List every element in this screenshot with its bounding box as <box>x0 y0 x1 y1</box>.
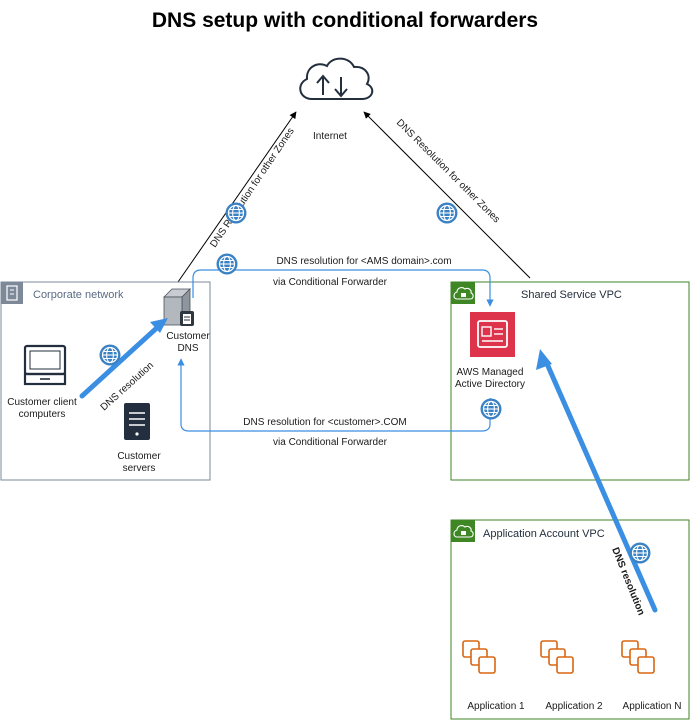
managed-active-directory-icon <box>470 312 515 357</box>
edge-label-via-forwarder: via Conditional Forwarder <box>273 437 388 448</box>
globe-icon <box>435 201 459 225</box>
server-tower-icon <box>124 403 150 440</box>
application-account-vpc-title: Application Account VPC <box>483 528 605 540</box>
client-computers-label: computers <box>19 409 66 420</box>
customer-dns-label: Customer <box>166 331 210 342</box>
application-label: Application 2 <box>545 701 603 712</box>
managed-ad-label: AWS Managed <box>457 367 524 378</box>
edge-label-via-forwarder: via Conditional Forwarder <box>273 277 388 288</box>
application-account-vpc-box <box>450 519 690 720</box>
corporate-network-title: Corporate network <box>33 289 124 301</box>
application-label: Application N <box>623 701 682 712</box>
diagram-title: DNS setup with conditional forwarders <box>152 9 538 32</box>
dns-server-icon <box>163 288 194 326</box>
shared-service-vpc-title: Shared Service VPC <box>521 289 622 301</box>
vpc-cloud-lock-icon <box>451 282 475 304</box>
globe-icon <box>224 201 248 225</box>
edge-label-left-internet: DNS Resolution for other Zones <box>208 126 296 250</box>
customer-servers-label: servers <box>123 463 156 474</box>
client-computer-icon <box>23 344 67 386</box>
forward-to-customer-connector <box>177 358 491 432</box>
globe-icon <box>628 541 652 565</box>
vpc-cloud-lock-icon <box>451 520 475 542</box>
internet-cloud-icon <box>299 57 374 100</box>
app-dns-flow-arrow <box>545 363 658 613</box>
managed-ad-label: Active Directory <box>455 379 525 390</box>
edge-label-ams-domain: DNS resolution for <AMS domain>.com <box>276 256 451 267</box>
globe-icon <box>98 343 122 367</box>
client-dns-flow-arrow <box>79 322 163 399</box>
client-computers-label: Customer client <box>7 397 77 408</box>
application-label: Application 1 <box>467 701 525 712</box>
building-icon <box>1 282 23 304</box>
forward-to-ams-connector <box>192 269 494 307</box>
customer-dns-label: DNS <box>177 343 198 354</box>
edge-label-customer-domain: DNS resolution for <customer>.COM <box>243 417 406 428</box>
globe-icon <box>479 397 503 421</box>
customer-servers-label: Customer <box>117 451 161 462</box>
internet-label: Internet <box>313 131 347 142</box>
edge-shared-vpc-to-internet <box>363 111 531 279</box>
globe-icon <box>215 252 239 276</box>
edge-corporate-to-internet <box>177 111 297 283</box>
